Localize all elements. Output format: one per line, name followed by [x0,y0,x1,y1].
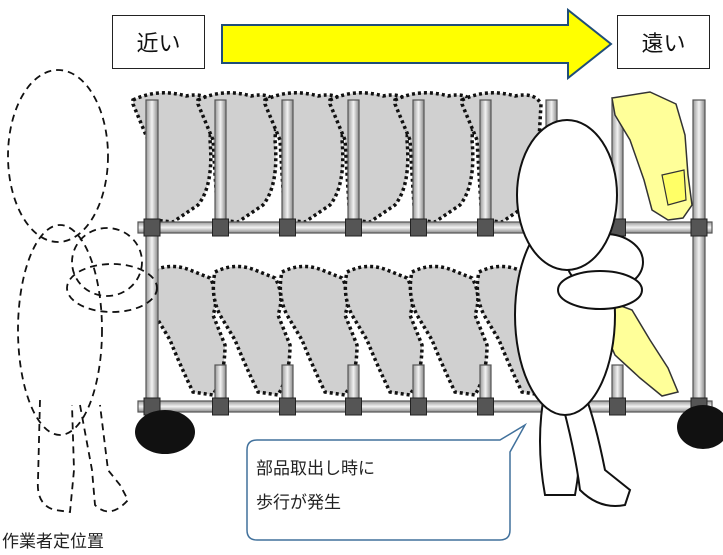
gray-part [146,264,227,397]
distance-arrow [221,7,613,81]
callout-line-2: 歩行が発生 [256,493,341,513]
worker-walking-figure [514,119,644,507]
far-label-text: 遠い [641,32,686,57]
gray-part [408,264,489,397]
gray-part [343,264,424,397]
gray-part [211,264,292,397]
worker-position-label: 作業者定位置 [2,532,104,552]
near-label: 近い [112,15,205,69]
caster-right [677,405,723,449]
callout-bubble [246,422,528,541]
caster-left [135,410,195,454]
worker-standing-position-figure [7,69,158,514]
near-label-text: 近い [136,32,181,57]
far-label: 遠い [617,15,710,69]
gray-part [278,264,359,397]
callout-text: 部品取出し時に 歩行が発生 [256,452,456,520]
callout-line-1: 部品取出し時に [256,459,375,479]
